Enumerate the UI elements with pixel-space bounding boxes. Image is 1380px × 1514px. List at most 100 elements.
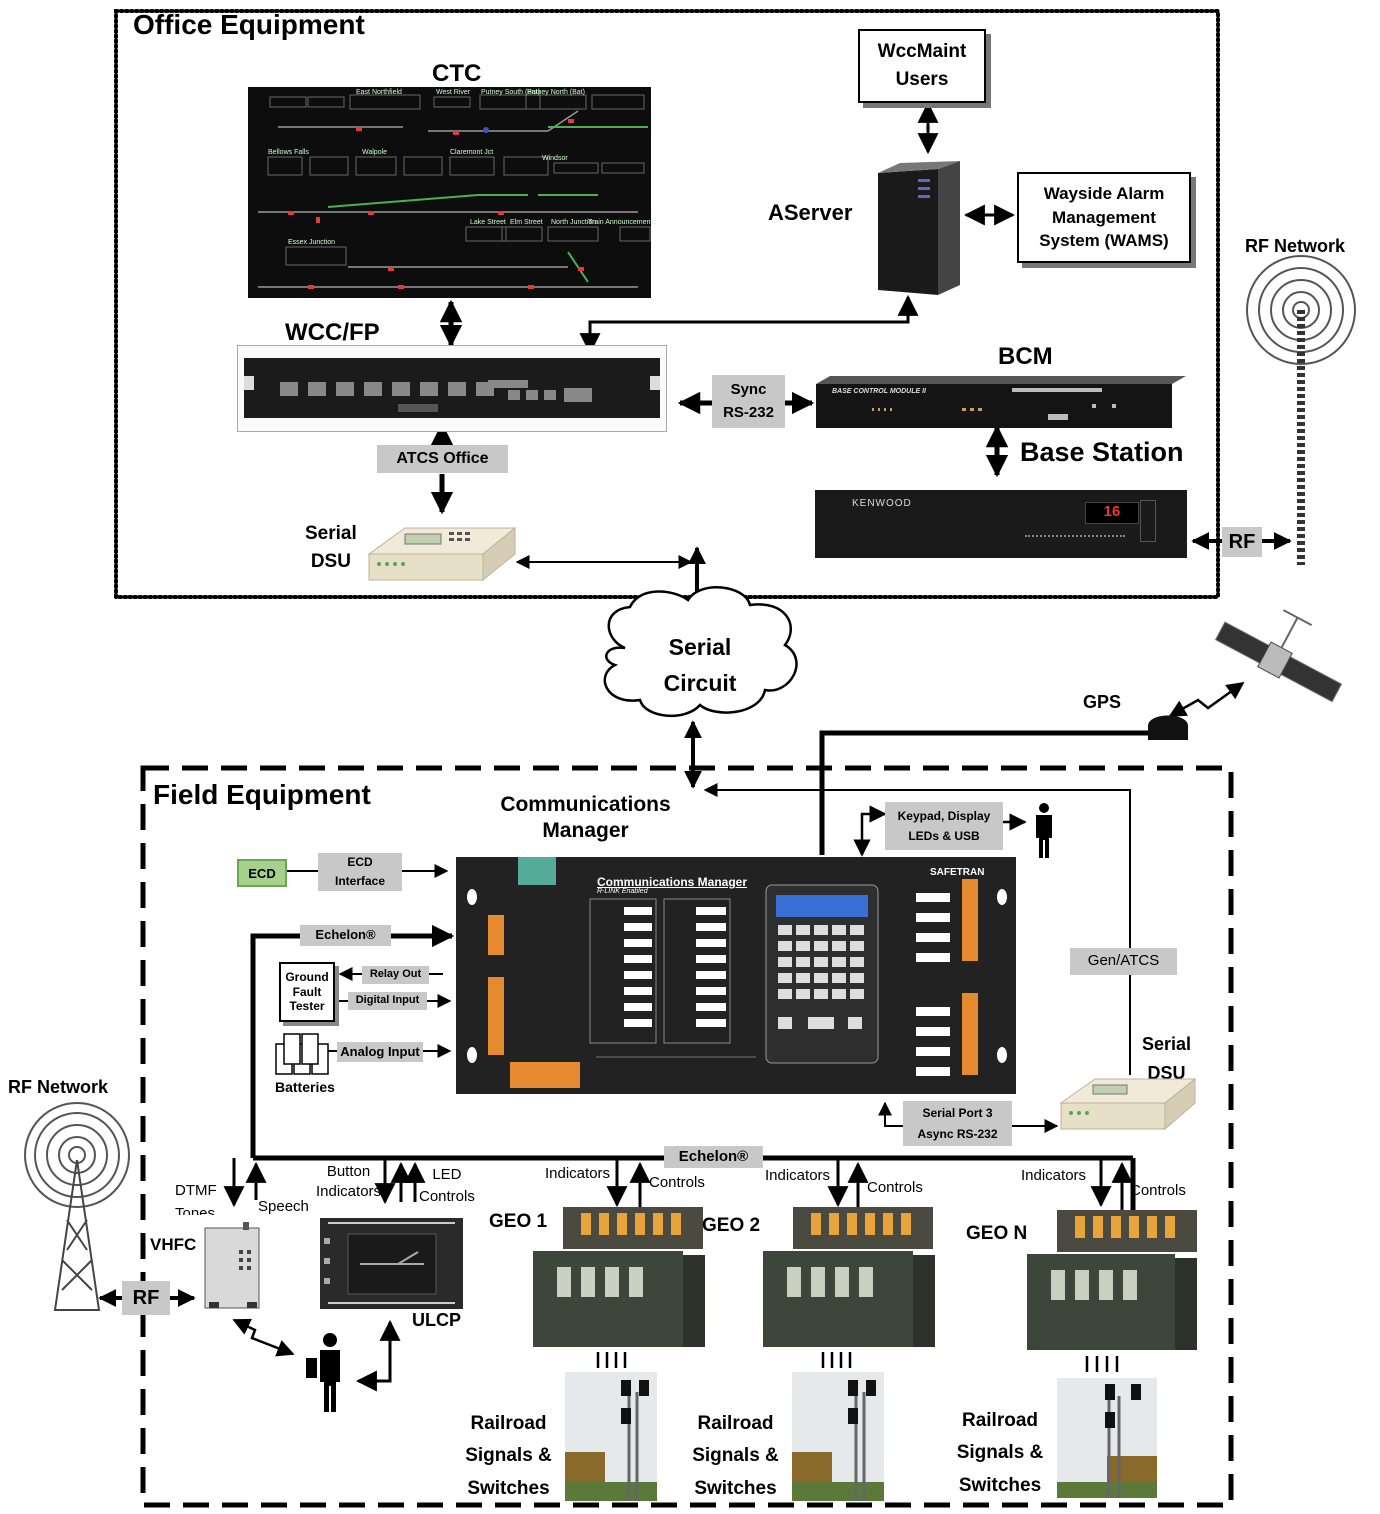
wams-box: Wayside Alarm Management System (WAMS) bbox=[1017, 172, 1191, 263]
wccfp-device bbox=[237, 345, 667, 432]
serial-circuit-line2: Circuit bbox=[663, 669, 737, 696]
ctc-station-label: Claremont Jct bbox=[450, 149, 494, 156]
wams-line2: Management bbox=[1052, 207, 1156, 227]
base-station-device: KENWOOD 16 bbox=[815, 490, 1187, 558]
geo1-signal-photo bbox=[565, 1372, 657, 1501]
ctc-label: CTC bbox=[432, 60, 482, 87]
ulcp-label: ULCP bbox=[412, 1310, 461, 1330]
batteries-label: Batteries bbox=[275, 1079, 335, 1095]
ctc-station-label: Essex Junction bbox=[288, 239, 336, 246]
gft-line1: Ground bbox=[285, 970, 329, 985]
sync-line1: Sync bbox=[730, 380, 767, 398]
ctc-station-label: Putney South (Bat) bbox=[481, 89, 541, 96]
button-indicators-label: Button Indicators bbox=[316, 1162, 381, 1203]
wccmaint-line1: WccMaint bbox=[877, 41, 967, 62]
communications-manager-device: Communications Manager R-LINK Enabled SA… bbox=[456, 857, 1016, 1094]
base-station-label: Base Station bbox=[1020, 437, 1184, 467]
speech-label: Speech bbox=[258, 1198, 309, 1215]
serial-dsu-office-line1: Serial bbox=[305, 523, 357, 544]
gft-line2: Fault bbox=[292, 984, 322, 999]
ecd-interface-line1: ECD bbox=[347, 855, 373, 869]
geo1-signals-line3: Switches bbox=[467, 1477, 550, 1499]
geo1-device bbox=[533, 1207, 705, 1347]
geon-signals-line3: Switches bbox=[958, 1474, 1042, 1496]
relay-out-label: Relay Out bbox=[362, 966, 429, 984]
geo1-signals-label: Railroad Signals & Switches bbox=[462, 1408, 555, 1505]
ctc-station-label: Windsor bbox=[542, 155, 568, 162]
vhfc-label: VHFC bbox=[150, 1235, 197, 1254]
ctc-station-label: Bellows Falls bbox=[268, 149, 309, 156]
vhfc-device bbox=[203, 1222, 263, 1312]
led-controls-label: LED Controls bbox=[419, 1164, 475, 1208]
geon-signals-line2: Signals & bbox=[956, 1442, 1044, 1464]
echelon-cm-label: Echelon® bbox=[300, 925, 391, 946]
office-equipment-title: Office Equipment bbox=[133, 9, 365, 40]
serial-port-line2: Async RS-232 bbox=[917, 1126, 998, 1141]
digital-input-label: Digital Input bbox=[348, 992, 427, 1010]
serial-dsu-field-line1: Serial bbox=[1142, 1034, 1192, 1054]
atcs-office-label: ATCS Office bbox=[377, 445, 508, 473]
rf-network-left-label: RF Network bbox=[8, 1077, 109, 1097]
geon-indicators-label: Indicators bbox=[1021, 1167, 1087, 1184]
serial-dsu-field-device bbox=[1057, 1075, 1197, 1135]
base-station-buttons bbox=[1025, 535, 1125, 545]
rf-label-office: RF bbox=[1222, 527, 1262, 557]
analog-input-label: Analog Input bbox=[337, 1042, 423, 1062]
keypad-line2: LEDs & USB bbox=[908, 828, 980, 843]
rf-label-field: RF bbox=[122, 1281, 170, 1315]
dtmf-tones-label: DTMF Tones bbox=[175, 1180, 217, 1215]
geo2-device bbox=[763, 1207, 935, 1347]
geo2-signal-photo bbox=[792, 1372, 884, 1501]
safetran-logo: SAFETRAN bbox=[930, 867, 985, 878]
dtmf-line1: DTMF bbox=[175, 1182, 217, 1199]
rf-tower-left bbox=[24, 1102, 130, 1311]
person-icon bbox=[1036, 803, 1052, 858]
geo1-indicators-label: Indicators bbox=[545, 1165, 611, 1182]
geo2-signals-line1: Railroad bbox=[697, 1413, 774, 1434]
geo1-label: GEO 1 bbox=[489, 1211, 548, 1232]
ctc-station-label: Train Announcements bbox=[588, 219, 656, 226]
led-line2: Controls bbox=[419, 1187, 475, 1205]
gen-atcs-label: Gen/ATCS bbox=[1070, 948, 1177, 975]
bcm-device: BASE CONTROL MODULE II bbox=[812, 374, 1190, 430]
ctc-station-label: East Northfield bbox=[356, 89, 402, 96]
rf-network-right-label: RF Network bbox=[1245, 236, 1346, 256]
wccmaint-line2: Users bbox=[895, 69, 949, 90]
gps-receiver-icon bbox=[1148, 715, 1188, 740]
field-equipment-title: Field Equipment bbox=[153, 779, 371, 810]
ctc-display: East Northfield West River Putney South (B… bbox=[248, 87, 656, 298]
serial-dsu-office-line2: DSU bbox=[310, 550, 351, 572]
wccfp-label: WCC/FP bbox=[285, 319, 380, 346]
ecd-interface-label: ECD Interface bbox=[318, 853, 402, 891]
ecd-interface-line2: Interface bbox=[334, 874, 386, 888]
ctc-station-label: Elm Street bbox=[510, 219, 543, 226]
bcm-faceplate-text: BASE CONTROL MODULE II bbox=[832, 388, 926, 395]
geo1-signals-line1: Railroad bbox=[470, 1413, 547, 1434]
geo2-signals-line3: Switches bbox=[694, 1477, 777, 1499]
batteries-icon bbox=[274, 1030, 330, 1080]
bcm-label: BCM bbox=[998, 343, 1053, 370]
wams-line1: Wayside Alarm bbox=[1043, 183, 1165, 203]
serial-dsu-office-device bbox=[365, 524, 517, 586]
geo2-signals-label: Railroad Signals & Switches bbox=[689, 1408, 782, 1505]
keypad-display-label: Keypad, Display LEDs & USB bbox=[885, 802, 1003, 850]
geon-signal-photo bbox=[1057, 1378, 1157, 1498]
ulcp-device bbox=[320, 1218, 463, 1309]
serial-circuit-line1: Serial bbox=[668, 634, 732, 660]
kenwood-logo: KENWOOD bbox=[852, 498, 912, 509]
serial-dsu-field-label: Serial DSU bbox=[1142, 1030, 1191, 1088]
wams-line3: System (WAMS) bbox=[1039, 231, 1169, 251]
keypad-line1: Keypad, Display bbox=[897, 808, 991, 823]
button-line1: Button bbox=[326, 1163, 371, 1180]
geon-controls-label: Controls bbox=[1130, 1182, 1186, 1199]
echelon-bus-label: Echelon® bbox=[664, 1146, 763, 1168]
geon-label: GEO N bbox=[966, 1223, 1028, 1244]
comms-manager-label: Communications Manager bbox=[478, 792, 693, 845]
ecd-box: ECD bbox=[237, 859, 287, 887]
ctc-station-label: West River bbox=[436, 89, 471, 96]
gft-line3: Tester bbox=[289, 999, 325, 1014]
geo2-signals-line2: Signals & bbox=[692, 1445, 779, 1467]
geo2-controls-label: Controls bbox=[867, 1179, 923, 1196]
geo1-signals-line2: Signals & bbox=[465, 1445, 552, 1467]
